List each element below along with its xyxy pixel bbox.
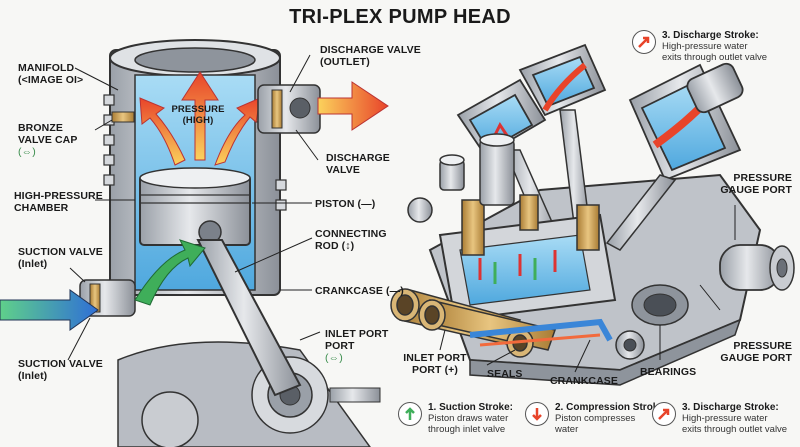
connecting-rod (196, 239, 302, 397)
label-seals: SEALS (487, 368, 523, 380)
label-pressure-gauge-port-top: PRESSURE GAUGE PORT (720, 172, 792, 196)
label-suction-valve-top: SUCTION VALVE (Inlet) (18, 246, 103, 270)
label-inlet-port-left-text: INLET PORT PORT (325, 328, 389, 352)
label-discharge-valve-outlet: DISCHARGE VALVE (OUTLET) (320, 44, 421, 68)
label-suction-valve-bottom: SUCTION VALVE (Inlet) (18, 358, 103, 382)
legend-suction-title: 1. Suction Stroke: (428, 402, 514, 413)
label-crankcase-right: CRANKCASE (550, 375, 618, 387)
label-manifold: MANIFOLD (<IMAGE OI> (18, 62, 84, 86)
label-inlet-port-left: INLET PORT PORT (⇔) (325, 316, 388, 364)
label-discharge-valve: DISCHARGE VALVE (326, 152, 390, 176)
arrow-diagonal-icon (632, 30, 656, 54)
arrow-down-icon (525, 402, 549, 426)
legend-item-compression: 2. Compression Stroke: Piston compresses… (525, 402, 667, 435)
label-piston: PISTON (—) (315, 198, 376, 210)
label-bronze-valve-cap-symbol: (⇔) (18, 146, 36, 158)
legend-item-discharge: 3. Discharge Stroke: High-pressure water… (652, 402, 787, 435)
legend-item-suction: 1. Suction Stroke: Piston draws water th… (398, 402, 513, 435)
label-bearings: BEARINGS (640, 366, 697, 378)
label-inlet-port-right: INLET PORT PORT (+) (403, 352, 467, 376)
label-pressure-high: PRESSURE (HIGH) (171, 104, 225, 126)
arrow-diagonal-icon (652, 402, 676, 426)
label-bronze-valve-cap: BRONZE VALVE CAP (⇔) (18, 110, 77, 158)
legend-compression-title: 2. Compression Stroke: (555, 402, 668, 413)
right-pump-assembly (390, 43, 795, 386)
pressure-arrow-center (181, 71, 219, 161)
legend-suction-desc: Piston draws water through inlet valve (428, 413, 509, 435)
label-bronze-valve-cap-text: BRONZE VALVE CAP (18, 122, 78, 146)
top-legend: 3. Discharge Stroke: High-pressure water… (632, 30, 767, 63)
arrow-up-icon (398, 402, 422, 426)
label-crankcase-left: CRANKCASE (—) (315, 285, 404, 297)
outlet-flow-arrow (317, 81, 389, 131)
diagram-title: TRI-PLEX PUMP HEAD (289, 6, 511, 28)
legend-discharge-desc: High-pressure water exits through outlet… (682, 413, 788, 435)
inlet-flow-arrow (0, 289, 99, 331)
left-cutaway (0, 39, 389, 447)
legend-discharge-title: 3. Discharge Stroke: (682, 402, 779, 413)
top-legend-desc: High-pressure water exits through outlet… (662, 41, 768, 63)
label-high-pressure-chamber: HIGH-PRESSURE CHAMBER (14, 190, 103, 214)
label-pressure-gauge-port-bottom: PRESSURE GAUGE PORT (720, 340, 792, 364)
label-connecting-rod: CONNECTING ROD (↕) (315, 228, 387, 252)
left-leader-lines (67, 54, 321, 361)
label-inlet-port-left-symbol: (⇔) (325, 352, 343, 364)
top-legend-title: 3. Discharge Stroke: (662, 30, 759, 41)
legend-compression-desc: Piston compresses water (555, 413, 636, 435)
right-leader-lines (439, 205, 736, 373)
